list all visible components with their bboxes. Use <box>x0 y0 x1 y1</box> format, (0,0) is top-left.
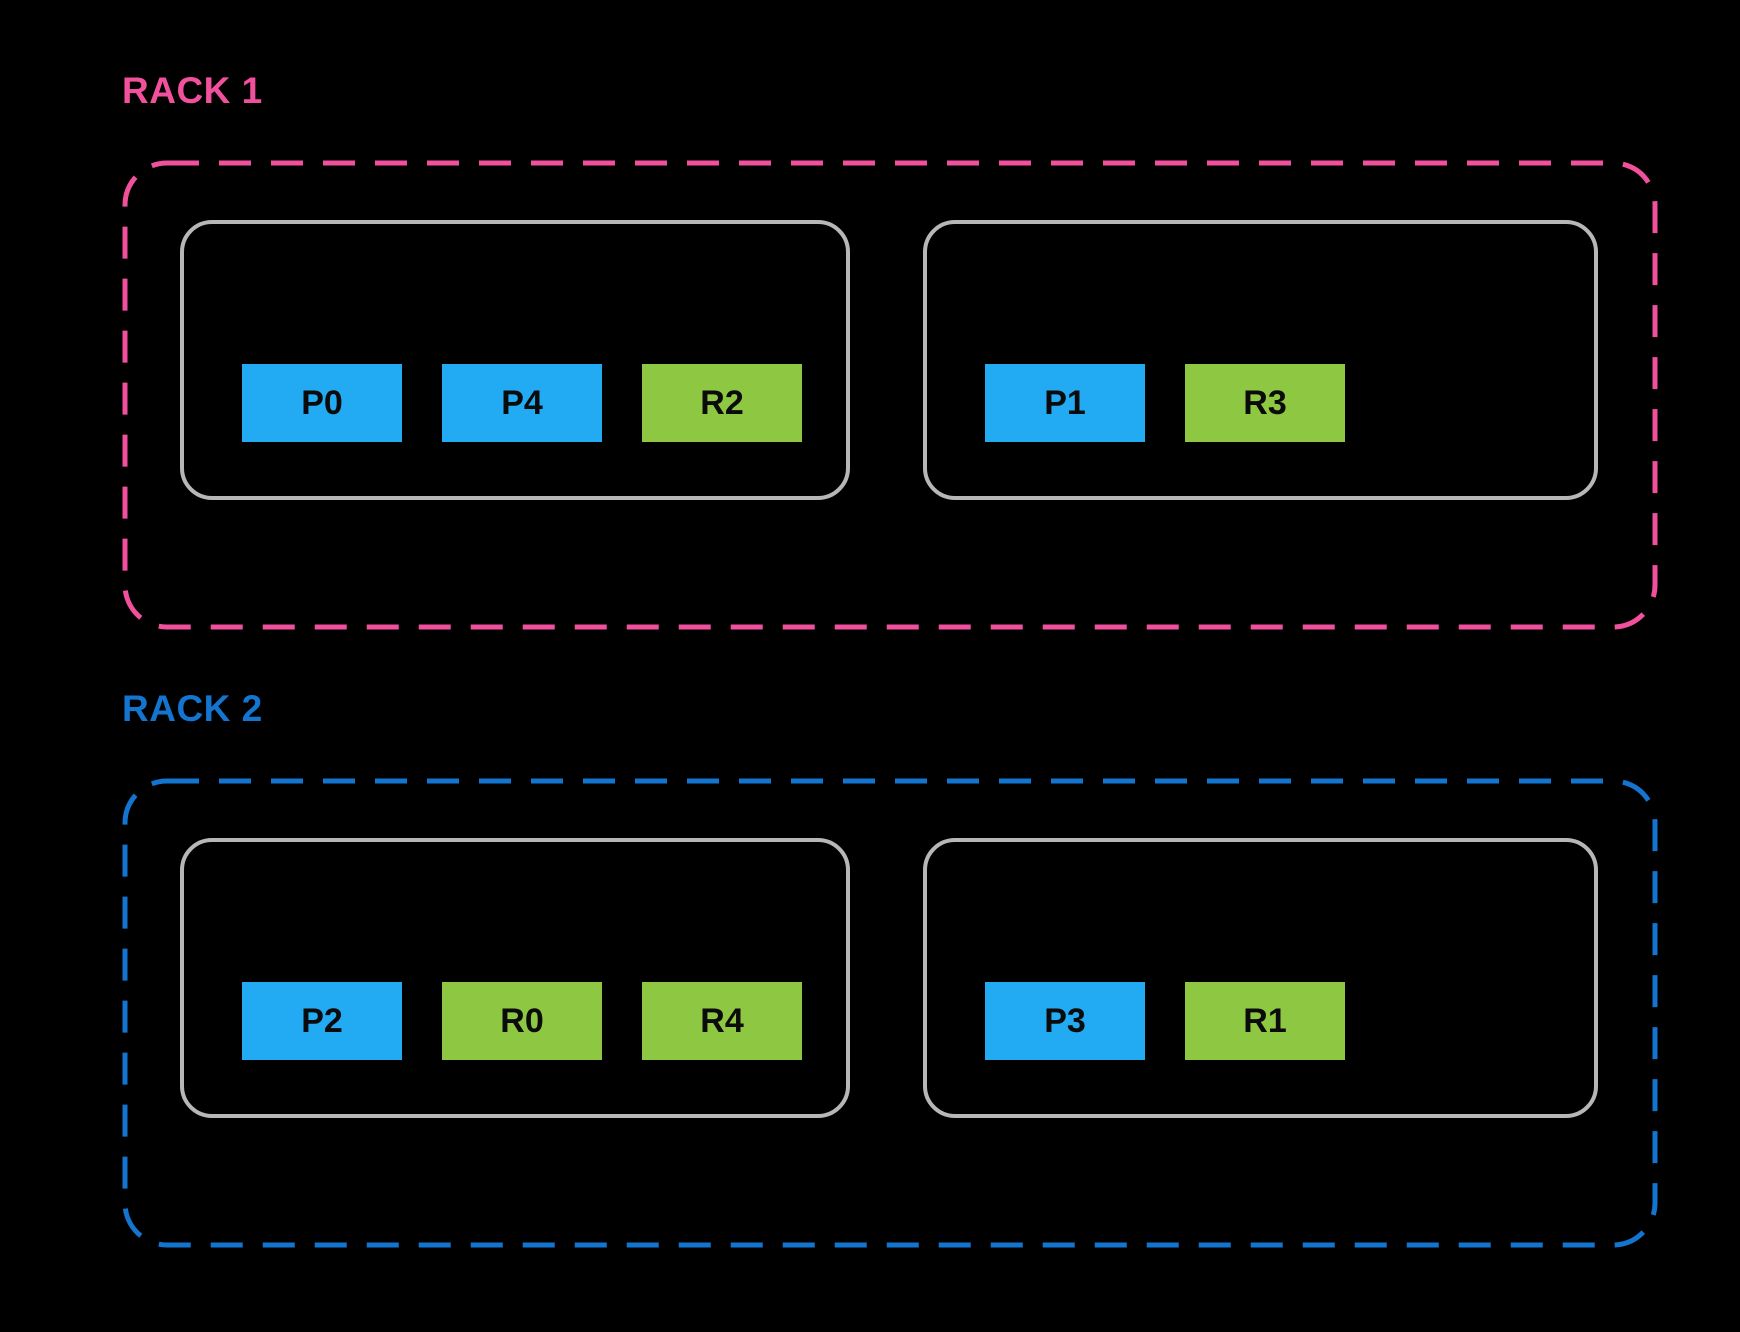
chip-p4: P4 <box>442 364 602 442</box>
rack-2-host-2-box: P3 R1 <box>923 838 1598 1118</box>
chip-r0: R0 <box>442 982 602 1060</box>
rack-1-host-1-box: P0 P4 R2 <box>180 220 850 500</box>
rack-1-host-2-box: P1 R3 <box>923 220 1598 500</box>
chip-p3: P3 <box>985 982 1145 1060</box>
chip-p0: P0 <box>242 364 402 442</box>
rack-1-dashed-border <box>122 160 1658 630</box>
rack-2-host-2-chip-row: P3 R1 <box>985 982 1345 1060</box>
rack-2-host-1-box: P2 R0 R4 <box>180 838 850 1118</box>
chip-r3: R3 <box>1185 364 1345 442</box>
chip-p2: P2 <box>242 982 402 1060</box>
rack-2-group: RACK 2 P2 R0 R4 P3 R1 <box>0 618 1740 1248</box>
rack-2-label: RACK 2 <box>122 688 263 729</box>
rack-2-dashed-border <box>122 778 1658 1248</box>
rack-1-host-2-chip-row: P1 R3 <box>985 364 1345 442</box>
rack-1-group: RACK 1 P0 P4 R2 P1 R3 <box>0 0 1740 630</box>
rack-2-host-1-chip-row: P2 R0 R4 <box>242 982 802 1060</box>
rack-1-host-1-chip-row: P0 P4 R2 <box>242 364 802 442</box>
chip-p1: P1 <box>985 364 1145 442</box>
rack-1-label: RACK 1 <box>122 70 263 111</box>
chip-r2: R2 <box>642 364 802 442</box>
chip-r4: R4 <box>642 982 802 1060</box>
chip-r1: R1 <box>1185 982 1345 1060</box>
